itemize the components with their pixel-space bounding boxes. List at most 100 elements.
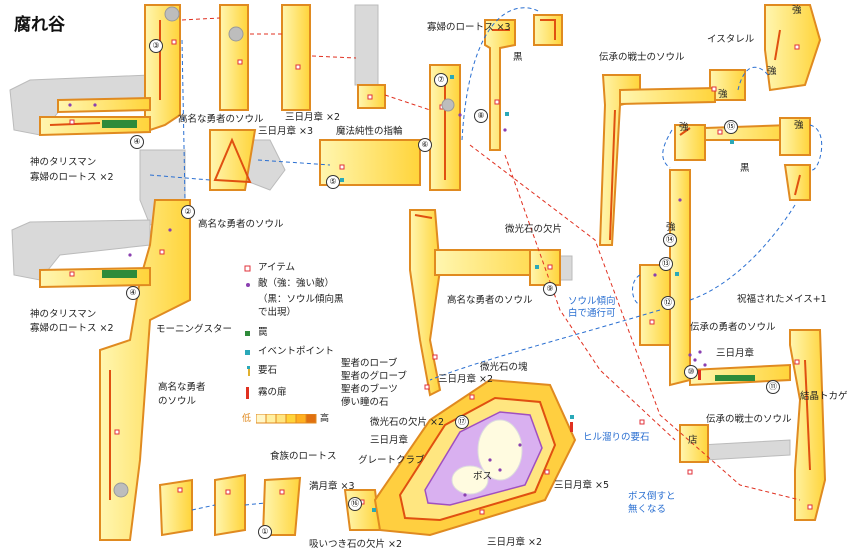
label-crescent-x5: 三日月章 ×5 (554, 480, 610, 491)
label-lotus-eaters: 食族のロートス (270, 451, 337, 462)
event-markers (340, 75, 734, 512)
label-shard-9: 微光石の欠片 (505, 224, 563, 235)
legend-fog-label: 霧の扉 (258, 387, 287, 398)
label-boss: ボス (473, 471, 493, 482)
label-shard-x2: 微光石の欠片 ×2 (370, 417, 445, 428)
label-strong-6: 強 (666, 222, 676, 233)
legend-high-label: 高 (320, 414, 330, 424)
enemy-icon (246, 283, 250, 287)
label-black-1: 黒 (513, 52, 523, 63)
label-istarel: イスタレル (707, 34, 755, 45)
label-strong-3: 強 (718, 89, 728, 100)
legend-enemy-note-1: （黒：ソウル傾向黒 (258, 294, 344, 305)
label-talisman-2: 神のタリスマン (30, 309, 97, 320)
legend-trap: 罠 (242, 327, 362, 343)
marker-6: ⑥ (418, 138, 432, 152)
label-soul-legend-warrior-bottom: 伝承の戦士のソウル (706, 414, 792, 425)
label-black-2: 黒 (740, 163, 750, 174)
marker-11: ⑪ (766, 380, 780, 394)
lifts (113, 6, 455, 498)
marker-17: ⑰ (455, 415, 469, 429)
label-lotus-top: 寡婦のロートス ×3 (427, 22, 511, 33)
label-soul-trend-2: 白で通行可 (568, 308, 616, 319)
legend-event: イベントポイント (242, 346, 362, 362)
marker-12: ⑫ (661, 296, 675, 310)
marker-7: ⑦ (434, 73, 448, 87)
item-icon (244, 265, 251, 272)
legend-fog: 霧の扉 (242, 387, 362, 403)
label-talisman-1: 神のタリスマン (30, 157, 97, 168)
marker-4a: ④ (130, 135, 144, 149)
label-soul-legend-hero: 伝承の勇者のソウル (690, 322, 776, 333)
legend-item-label: アイテム (258, 262, 296, 273)
label-crescent-x3: 三日月章 ×3 (258, 126, 314, 137)
legend-keystone-label: 要石 (258, 365, 278, 376)
marker-15: ⑮ (724, 120, 738, 134)
label-magic-ring: 魔法純性の指輪 (336, 126, 403, 137)
marker-14: ⑭ (663, 233, 677, 247)
label-crescent-x2-a: 三日月章 ×2 (285, 112, 341, 123)
marker-4b: ④ (126, 286, 140, 300)
legend-event-label: イベントポイント (258, 346, 335, 357)
fog-door-icon (246, 387, 249, 399)
label-soul-legend-warrior-top: 伝承の戦士のソウル (599, 52, 685, 63)
marker-16: ⑯ (348, 497, 362, 511)
keystone-icon (247, 366, 250, 376)
marker-2: ② (181, 205, 195, 219)
label-holy-boots: 聖者のブーツ (341, 384, 398, 395)
label-boss-kill-2: 無くなる (628, 504, 667, 515)
legend-item: アイテム (242, 262, 362, 278)
label-shop: 店 (688, 435, 698, 446)
marker-1: ① (258, 525, 272, 539)
map-legend: アイテム 敵（強：強い敵） （黒：ソウル傾向黒 で出現） 罠 イベントポイント … (242, 262, 362, 429)
route-lines (149, 7, 823, 511)
label-fullmoon-x3: 満月章 ×3 (309, 481, 355, 492)
map-rooms (39, 4, 827, 541)
label-soul-noble-4b: のソウル (158, 396, 197, 407)
legend-keystone: 要石 (242, 365, 362, 381)
marker-9: ⑨ (543, 282, 557, 296)
label-sucking-shard: 吸いつき石の欠片 ×2 (309, 539, 403, 550)
label-crystal-lizard: 結晶トカゲ (800, 391, 848, 402)
marker-3: ③ (149, 39, 163, 53)
label-eye-stone: 儚い瞳の石 (341, 397, 389, 408)
legend-enemy-label: 敵（強：強い敵） (258, 278, 335, 289)
label-strong-4: 強 (794, 120, 804, 131)
label-great-club: グレートクラブ (358, 455, 425, 466)
fog-door-markers (570, 370, 701, 432)
legend-enemy-note-2: で出現） (258, 307, 297, 318)
marker-8: ⑧ (474, 109, 488, 123)
label-holy-gloves: 聖者のグローブ (341, 371, 407, 382)
marker-13: ⑬ (659, 257, 673, 271)
legend-gradient: 低 高 (242, 413, 362, 429)
label-crescent-x2-c: 三日月章 ×2 (487, 537, 543, 548)
label-morning-star: モーニングスター (156, 324, 233, 335)
label-shine-lump: 微光石の塊 (480, 362, 528, 373)
label-strong-2: 強 (767, 66, 777, 77)
boss-arena (373, 378, 577, 537)
marker-10: ⑩ (684, 365, 698, 379)
label-crescent-1: 三日月章 (716, 348, 755, 359)
label-lotus-x2-2: 寡婦のロートス ×2 (30, 323, 114, 334)
label-lotus-x2-1: 寡婦のロートス ×2 (30, 172, 114, 183)
wall-lines (49, 19, 811, 500)
label-holy-robe: 聖者のローブ (341, 358, 398, 369)
label-crescent-2: 三日月章 (370, 435, 409, 446)
label-soul-trend-1: ソウル傾向 (568, 296, 616, 307)
label-strong-5: 強 (679, 122, 689, 133)
trap-markers (102, 120, 755, 381)
map-title: 腐れ谷 (14, 15, 65, 35)
label-blessed-mace: 祝福されたメイス+1 (737, 294, 827, 305)
item-markers (69, 39, 813, 515)
label-soul-noble-3: 高名な勇者のソウル (447, 295, 533, 306)
legend-trap-label: 罠 (258, 327, 268, 338)
event-point-icon (245, 350, 250, 355)
marker-5: ⑤ (326, 175, 340, 189)
trap-icon (245, 331, 250, 336)
label-strong-1: 強 (792, 5, 802, 16)
label-soul-noble-4a: 高名な勇者 (158, 382, 206, 393)
label-boss-kill-1: ボス倒すと (628, 491, 676, 502)
label-crescent-x2-b: 三日月章 ×2 (438, 374, 494, 385)
label-leech-keystone: ヒル溜りの要石 (583, 432, 650, 443)
